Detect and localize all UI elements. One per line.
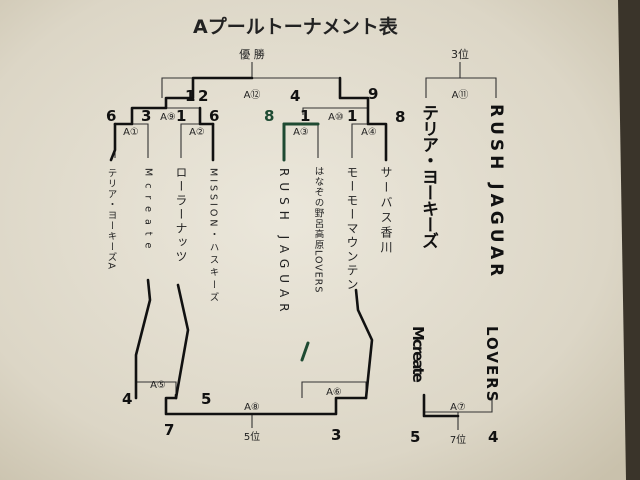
match-label-a11: A⑪ xyxy=(452,89,469,101)
score-a9-left: 1 xyxy=(185,87,195,105)
score-a4-left: 1 xyxy=(347,107,357,125)
seventh-place-team-right: LOVERS xyxy=(483,326,501,404)
score-a5-right: 5 xyxy=(201,390,211,408)
score-a3-left: 8 xyxy=(264,107,274,125)
score-a4-right: 8 xyxy=(395,108,405,126)
champion-header: 優 勝 xyxy=(239,47,265,61)
match-label-a4: A④ xyxy=(361,127,377,138)
score-a7-left: 5 xyxy=(410,428,420,446)
score-a1-right: 3 xyxy=(141,107,151,125)
score-a8-left: 7 xyxy=(164,421,174,439)
team-name-6: はなぞの野呂高原LOVERS xyxy=(313,166,325,293)
third-place-header: 3位 xyxy=(451,47,469,61)
match-label-a8: A⑧ xyxy=(244,402,260,413)
score-a2-left: 1 xyxy=(176,107,186,125)
handwritten-lines xyxy=(109,76,460,418)
third-place-team-left: テリア・ヨーキーズ xyxy=(418,104,438,249)
team-name-8: サーバス香川 xyxy=(379,166,393,256)
handwritten-green-lines xyxy=(282,122,320,362)
score-a7-right: 4 xyxy=(488,428,498,446)
score-a9-right: 2 xyxy=(198,87,208,105)
match-label-a10: A⑩ xyxy=(328,112,344,123)
score-a3-right: 1 xyxy=(300,107,310,125)
score-a8-right: 3 xyxy=(331,426,341,444)
team-name-5: RUSH JAGUAR xyxy=(277,168,291,318)
seventh-place-label: 7位 xyxy=(450,433,466,446)
team-name-4: MISSION・ハスキーズ xyxy=(208,168,220,304)
match-label-a6: A⑥ xyxy=(326,387,342,398)
third-place-team-right: RUSH JAGUAR xyxy=(486,104,506,280)
match-label-a5: A⑤ xyxy=(150,380,166,391)
match-label-a9: A⑨ xyxy=(160,112,176,123)
score-a2-right: 6 xyxy=(209,107,219,125)
score-a1-left: 6 xyxy=(106,107,116,125)
score-a5-left: 4 xyxy=(122,390,132,408)
match-label-a2: A② xyxy=(189,127,205,138)
score-a10-right: 9 xyxy=(368,85,378,103)
page-title: Aプールトーナメント表 xyxy=(193,15,399,38)
match-label-a12: A⑫ xyxy=(244,89,261,101)
team-name-3: ローラーナッツ xyxy=(174,166,188,264)
team-name-1: テリア・ヨーキーズA xyxy=(106,168,118,270)
team-name-2: Mcreate xyxy=(143,168,154,255)
score-a10-left: 4 xyxy=(290,87,300,105)
team-name-7: モーモーマウンテン xyxy=(345,166,359,292)
paper xyxy=(0,0,626,480)
match-label-a7: A⑦ xyxy=(450,402,466,413)
match-label-a3: A③ xyxy=(293,127,309,138)
seventh-place-team-left: Mcreate xyxy=(409,326,427,383)
match-label-a1: A① xyxy=(123,127,139,138)
fifth-place-label: 5位 xyxy=(244,430,260,443)
